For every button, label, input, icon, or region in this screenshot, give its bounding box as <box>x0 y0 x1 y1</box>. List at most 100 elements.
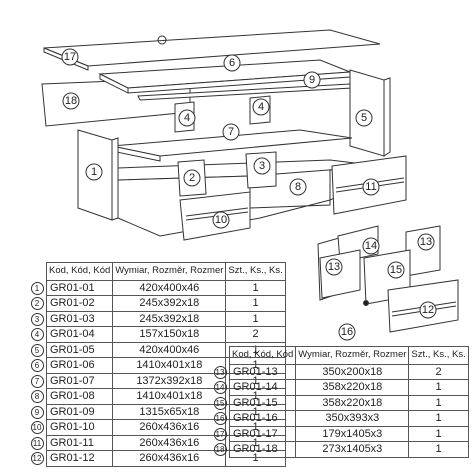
callout-label-2: 2 <box>189 172 195 184</box>
row-number-badge: 15 <box>213 396 227 410</box>
part-quantity: 1 <box>225 279 286 296</box>
part-dimensions: 260x436x16 <box>112 419 227 436</box>
part-quantity: 1 <box>408 425 469 442</box>
callout-9 <box>303 71 321 89</box>
row-number-badge: 9 <box>30 405 44 419</box>
callout-3 <box>253 157 271 175</box>
header-code: Kod, Kód, Kód <box>45 262 114 281</box>
part-code: GR01-09 <box>45 403 114 420</box>
row-number-cell: 15 <box>213 395 230 411</box>
part-dimensions: 358x220x18 <box>295 379 410 396</box>
callout-label-3: 3 <box>259 160 265 172</box>
part-code: GR01-05 <box>45 341 114 358</box>
callout-label-10: 10 <box>215 214 227 226</box>
part-dimensions: 157x150x18 <box>112 326 227 343</box>
header-code: Kod, Kód, Kód <box>228 346 297 365</box>
header-dimensions: Wymiar, Rozměr, Rozmer <box>112 262 227 281</box>
callout-label-14: 14 <box>365 240 377 252</box>
row-number-cell: 7 <box>30 373 47 389</box>
callout-14 <box>362 237 380 255</box>
row-number-cell: 10 <box>30 420 47 436</box>
row-number-badge: 6 <box>30 359 44 373</box>
callout-label-17: 17 <box>64 51 76 63</box>
callout-8 <box>289 178 307 196</box>
part-code: GR01-12 <box>45 450 114 467</box>
panel-13-top-right <box>405 225 441 277</box>
row-number-badge: 14 <box>213 381 227 395</box>
part-quantity: 2 <box>225 326 286 343</box>
row-number-cell: 13 <box>213 364 230 380</box>
callout-13b <box>325 258 343 276</box>
part-code: GR01-08 <box>45 388 114 405</box>
callout-1 <box>85 163 103 181</box>
part-dimensions: 420x400x46 <box>112 279 227 296</box>
cable-hole <box>157 35 167 45</box>
row-number-badge: 10 <box>30 421 44 435</box>
part-code: GR01-02 <box>45 295 114 312</box>
panel-1-side-left-front <box>111 137 119 221</box>
part-quantity: 1 <box>408 394 469 411</box>
part-dimensions: 1315x65x18 <box>112 403 227 420</box>
row-number-cell: 5 <box>30 342 47 358</box>
callout-label-18: 18 <box>65 95 77 107</box>
part-dimensions: 350x393x3 <box>295 410 410 427</box>
row-number-cell: 9 <box>30 404 47 420</box>
callout-label-4a: 4 <box>184 112 190 124</box>
callout-5 <box>355 109 373 127</box>
callout-label-16: 16 <box>341 326 353 338</box>
part-dimensions: 273x1405x3 <box>295 441 410 458</box>
part-code: GR01-17 <box>228 425 297 442</box>
part-dimensions: 350x200x18 <box>295 363 410 380</box>
part-code: GR01-07 <box>45 372 114 389</box>
row-number-badge: 12 <box>30 452 44 466</box>
header-quantity: Szt., Ks., Ks. <box>408 346 469 365</box>
row-number-badge: 17 <box>213 427 227 441</box>
part-code: GR01-15 <box>228 394 297 411</box>
part-code: GR01-14 <box>228 379 297 396</box>
row-number-cell: 11 <box>30 435 47 451</box>
callout-17 <box>61 48 79 66</box>
part-dimensions: 179x1405x3 <box>295 425 410 442</box>
part-code: GR01-03 <box>45 310 114 327</box>
panel-17-back-top <box>43 29 381 67</box>
part-dimensions: 420x400x46 <box>112 341 227 358</box>
part-quantity: 1 <box>408 441 469 458</box>
panel-13-bottom-left <box>319 249 361 299</box>
panel-16-dot <box>363 300 369 306</box>
row-number-cell: 14 <box>213 380 230 396</box>
row-number-cell: 18 <box>213 442 230 458</box>
part-quantity: 1 <box>408 379 469 396</box>
callout-label-13a: 13 <box>420 236 432 248</box>
row-number-cell: 1 <box>30 280 47 296</box>
panel-5-side-right-front <box>383 77 391 157</box>
part-dimensions: 260x436x16 <box>112 434 227 451</box>
part-code: GR01-16 <box>228 410 297 427</box>
parts-table-left: Kod, Kód, Kód Wymiar, Rozměr, Rozmer Szt… <box>30 262 286 467</box>
row-number-cell: 17 <box>213 426 230 442</box>
row-number-cell: 16 <box>213 411 230 427</box>
part-code: GR01-18 <box>228 441 297 458</box>
row-number-badge: 5 <box>30 343 44 357</box>
header-spacer <box>213 347 230 365</box>
row-number-badge: 11 <box>30 436 44 450</box>
callout-label-1: 1 <box>91 166 97 178</box>
header-dimensions: Wymiar, Rozměr, Rozmer <box>295 346 410 365</box>
part-dimensions: 1410x401x18 <box>112 357 227 374</box>
callout-4b <box>252 98 270 116</box>
row-number-badge: 16 <box>213 412 227 426</box>
part-code: GR01-06 <box>45 357 114 374</box>
callout-11 <box>362 178 380 196</box>
part-quantity: 2 <box>408 363 469 380</box>
callout-label-7: 7 <box>228 126 234 138</box>
part-code: GR01-13 <box>228 363 297 380</box>
row-number-badge: 2 <box>30 297 44 311</box>
row-number-cell: 8 <box>30 389 47 405</box>
callout-7 <box>222 123 240 141</box>
